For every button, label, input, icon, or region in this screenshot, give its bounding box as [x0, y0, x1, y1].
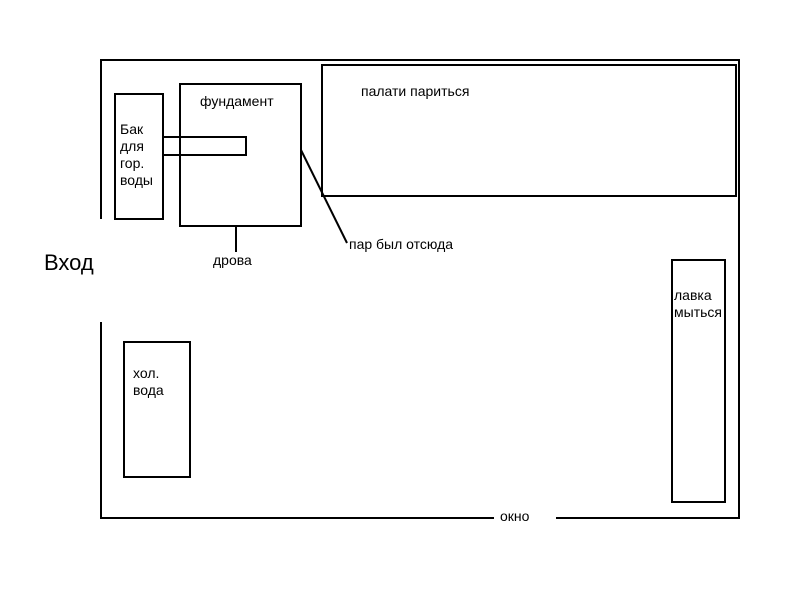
cold-water-box: [123, 341, 191, 478]
wash-bench-label-line: мыться: [674, 304, 722, 320]
tank-label-line: воды: [120, 172, 153, 188]
wash-bench-box: [671, 259, 726, 503]
tank-label: Бак для гор. воды: [120, 121, 153, 189]
wash-bench-label-line: лавка: [674, 287, 712, 303]
cold-water-label-line: вода: [133, 382, 164, 398]
firewood-label: дрова: [213, 252, 252, 268]
entrance-label: Вход: [44, 250, 94, 275]
steam-pointer: [300, 149, 348, 244]
tank-label-line: Бак: [120, 121, 144, 137]
hot-water-tank: [114, 93, 164, 220]
bench-top-label: палати париться: [361, 83, 470, 99]
wash-bench-label: лавка мыться: [674, 287, 722, 321]
window-label: окно: [500, 508, 530, 524]
outer-wall: [100, 59, 740, 519]
bench-top-box: [321, 64, 737, 197]
tank-label-line: гор.: [120, 155, 145, 171]
foundation-label: фундамент: [200, 93, 274, 109]
cold-water-label: хол. вода: [133, 365, 164, 399]
tank-pipe: [163, 136, 247, 156]
tank-label-line: для: [120, 138, 144, 154]
outer-wall-bottom-left: [100, 322, 494, 519]
steam-note-label: пар был отсюда: [349, 236, 454, 252]
cold-water-label-line: хол.: [133, 365, 160, 381]
